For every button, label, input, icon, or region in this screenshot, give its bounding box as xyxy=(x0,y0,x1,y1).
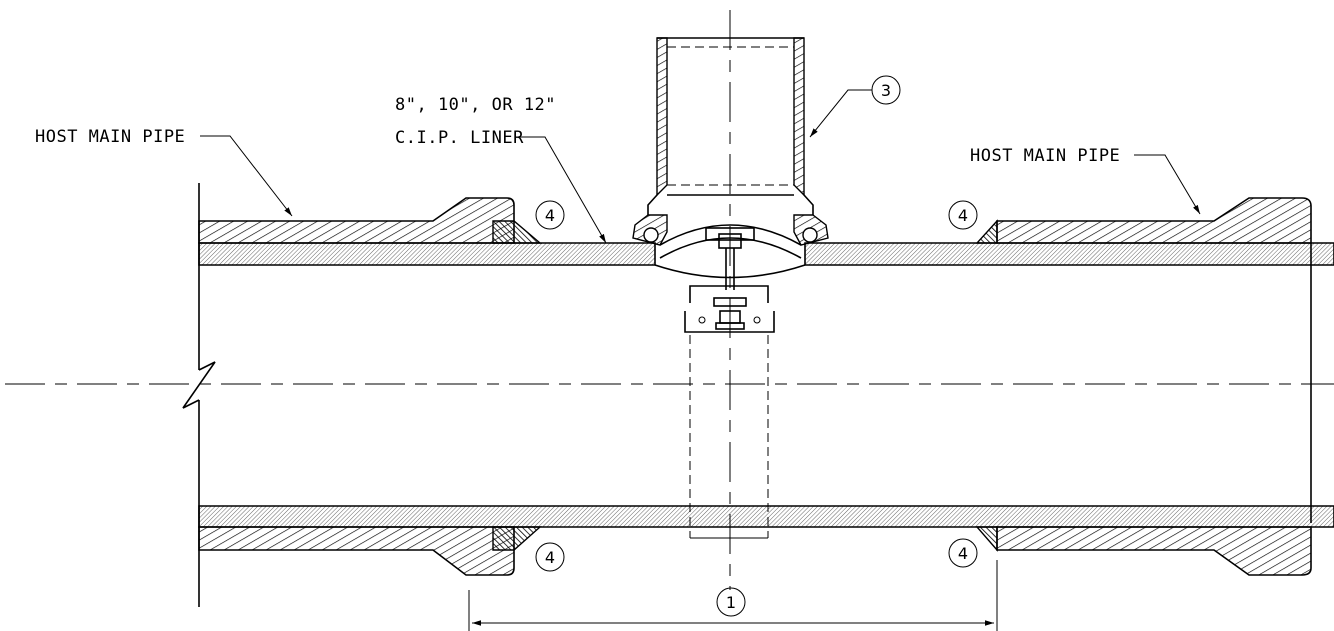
seal-bottom-left xyxy=(492,526,542,551)
break-symbol xyxy=(182,361,216,409)
label-liner-size: 8", 10", OR 12" xyxy=(395,95,556,115)
lateral-fitting xyxy=(632,37,829,333)
host-pipe-wall-bottom-left xyxy=(198,526,515,576)
leader-liner xyxy=(515,136,607,244)
leader-host-main-pipe-left xyxy=(200,135,293,217)
cip-liner-bottom xyxy=(198,505,1334,528)
label-host-main-pipe-right: HOST MAIN PIPE xyxy=(970,146,1120,166)
callout-bubble-4-top-left xyxy=(535,200,565,230)
callout-bubble-4-bottom-right xyxy=(948,538,978,568)
callout-bubble-4-bottom-left xyxy=(535,542,565,572)
callout-number-1: 1 xyxy=(726,593,736,612)
host-pipe-wall-top-right xyxy=(996,197,1312,244)
cip-liner-top-left xyxy=(198,242,656,266)
callout-number-4-bottom-right: 4 xyxy=(958,544,968,563)
callout-number-3: 3 xyxy=(881,81,891,100)
leader-host-main-pipe-right xyxy=(1134,154,1201,215)
callout-bubble-4-top-right xyxy=(948,200,978,230)
seal-top-right xyxy=(975,219,998,244)
callout-bubble-1 xyxy=(716,587,746,617)
seal-top-left xyxy=(492,220,542,244)
seal-bottom-right xyxy=(975,526,998,552)
callout-number-4-bottom-left: 4 xyxy=(545,548,555,567)
leader-3 xyxy=(809,89,872,138)
callout-number-4-top-left: 4 xyxy=(545,206,555,225)
label-liner-name: C.I.P. LINER xyxy=(395,128,524,148)
cip-liner-top-right xyxy=(804,242,1334,266)
host-pipe-wall-top-left xyxy=(198,197,515,244)
callout-number-4-top-right: 4 xyxy=(958,206,968,225)
host-pipe-wall-bottom-right xyxy=(996,526,1312,576)
label-host-main-pipe-left: HOST MAIN PIPE xyxy=(35,127,185,147)
